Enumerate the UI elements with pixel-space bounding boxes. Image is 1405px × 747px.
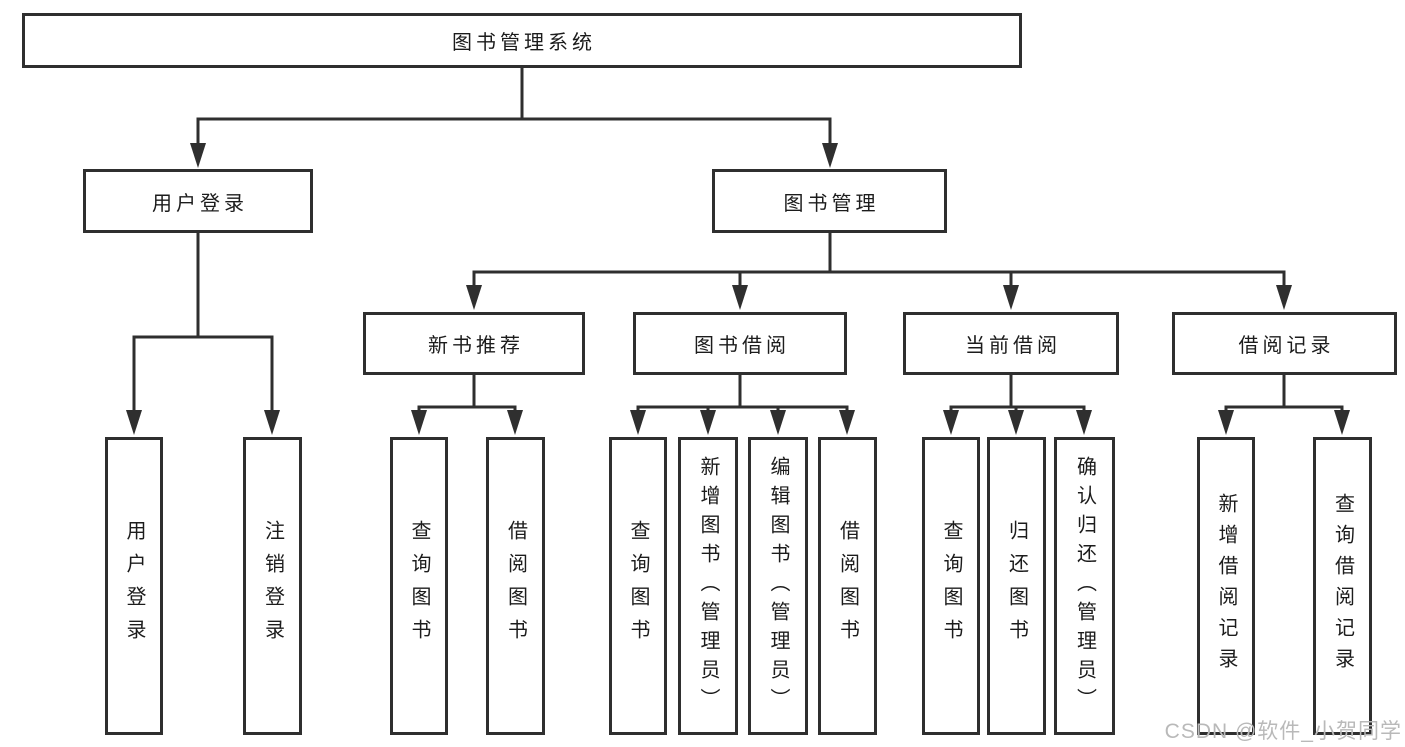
leaf-borrow-books-recommend: 借阅图书	[486, 437, 545, 735]
leaf-label: 归还图书	[1005, 520, 1028, 652]
arrowhead	[1218, 410, 1234, 435]
arrowhead	[411, 410, 427, 435]
connector-current-borrow-to-leaves	[949, 373, 1086, 414]
arrowhead	[190, 143, 206, 168]
leaf-logout: 注销登录	[243, 437, 302, 735]
leaf-query-books-recommend: 查询图书	[390, 437, 448, 735]
node-label: 图书管理	[783, 192, 880, 215]
connector-new-book-to-leaves	[417, 373, 517, 414]
connector-user-login-to-leaves	[132, 231, 274, 414]
leaf-borrow-books: 借阅图书	[818, 437, 877, 735]
leaf-label: 用户登录	[123, 520, 145, 652]
node-label: 借阅记录	[1238, 335, 1335, 357]
leaf-label: 新增图书（管理员）	[697, 455, 719, 717]
leaf-confirm-return-admin: 确认归还（管理员）	[1054, 437, 1115, 735]
node-label: 图书借阅	[694, 335, 790, 357]
leaf-label: 查询图书	[940, 520, 962, 652]
node-book-management: 图书管理	[712, 169, 947, 233]
arrowhead	[770, 410, 786, 435]
arrowhead	[466, 285, 482, 310]
arrowhead	[1276, 285, 1292, 310]
leaf-label: 借阅图书	[504, 520, 527, 652]
arrowhead	[1008, 410, 1024, 435]
arrowhead	[732, 285, 748, 310]
node-label: 新书推荐	[428, 335, 524, 357]
connector-book-management-to-level3	[472, 231, 1286, 290]
leaf-add-borrow-record: 新增借阅记录	[1197, 437, 1255, 735]
node-current-borrowing: 当前借阅	[903, 312, 1119, 375]
arrowhead	[822, 143, 838, 168]
node-book-borrowing: 图书借阅	[633, 312, 847, 375]
arrowhead	[943, 410, 959, 435]
connector-book-borrow-to-leaves	[636, 373, 849, 414]
leaf-label: 编辑图书（管理员）	[767, 455, 789, 717]
leaf-edit-books-admin: 编辑图书（管理员）	[748, 437, 808, 735]
arrowhead	[630, 410, 646, 435]
leaf-add-books-admin: 新增图书（管理员）	[678, 437, 738, 735]
leaf-label: 新增借阅记录	[1215, 493, 1237, 679]
leaf-return-books: 归还图书	[987, 437, 1046, 735]
arrowhead	[264, 410, 280, 435]
arrowhead	[126, 410, 142, 435]
leaf-label: 查询借阅记录	[1331, 493, 1354, 679]
leaf-label: 借阅图书	[836, 520, 859, 652]
arrowhead	[1334, 410, 1350, 435]
leaf-label: 注销登录	[261, 520, 284, 652]
arrowhead	[839, 410, 855, 435]
leaf-label: 查询图书	[627, 520, 649, 652]
csdn-watermark: CSDN @软件_小贺同学	[1164, 720, 1402, 743]
connector-root-to-level2	[196, 66, 832, 147]
arrowhead	[700, 410, 716, 435]
leaf-query-books-current: 查询图书	[922, 437, 980, 735]
node-label: 图书管理系统	[452, 32, 596, 54]
leaf-query-books-borrow: 查询图书	[609, 437, 667, 735]
leaf-query-borrow-record: 查询借阅记录	[1313, 437, 1372, 735]
leaf-user-login: 用户登录	[105, 437, 163, 735]
node-library-system: 图书管理系统	[22, 13, 1022, 68]
arrowhead	[1003, 285, 1019, 310]
arrowhead	[507, 410, 523, 435]
node-label: 用户登录	[152, 192, 248, 215]
node-borrowing-records: 借阅记录	[1172, 312, 1397, 375]
connector-borrow-records-to-leaves	[1224, 373, 1344, 414]
leaf-label: 查询图书	[408, 520, 430, 652]
arrowhead	[1076, 410, 1092, 435]
leaf-label: 确认归还（管理员）	[1073, 455, 1096, 717]
node-new-book-recommendation: 新书推荐	[363, 312, 585, 375]
node-user-login: 用户登录	[83, 169, 313, 233]
node-label: 当前借阅	[965, 335, 1061, 357]
